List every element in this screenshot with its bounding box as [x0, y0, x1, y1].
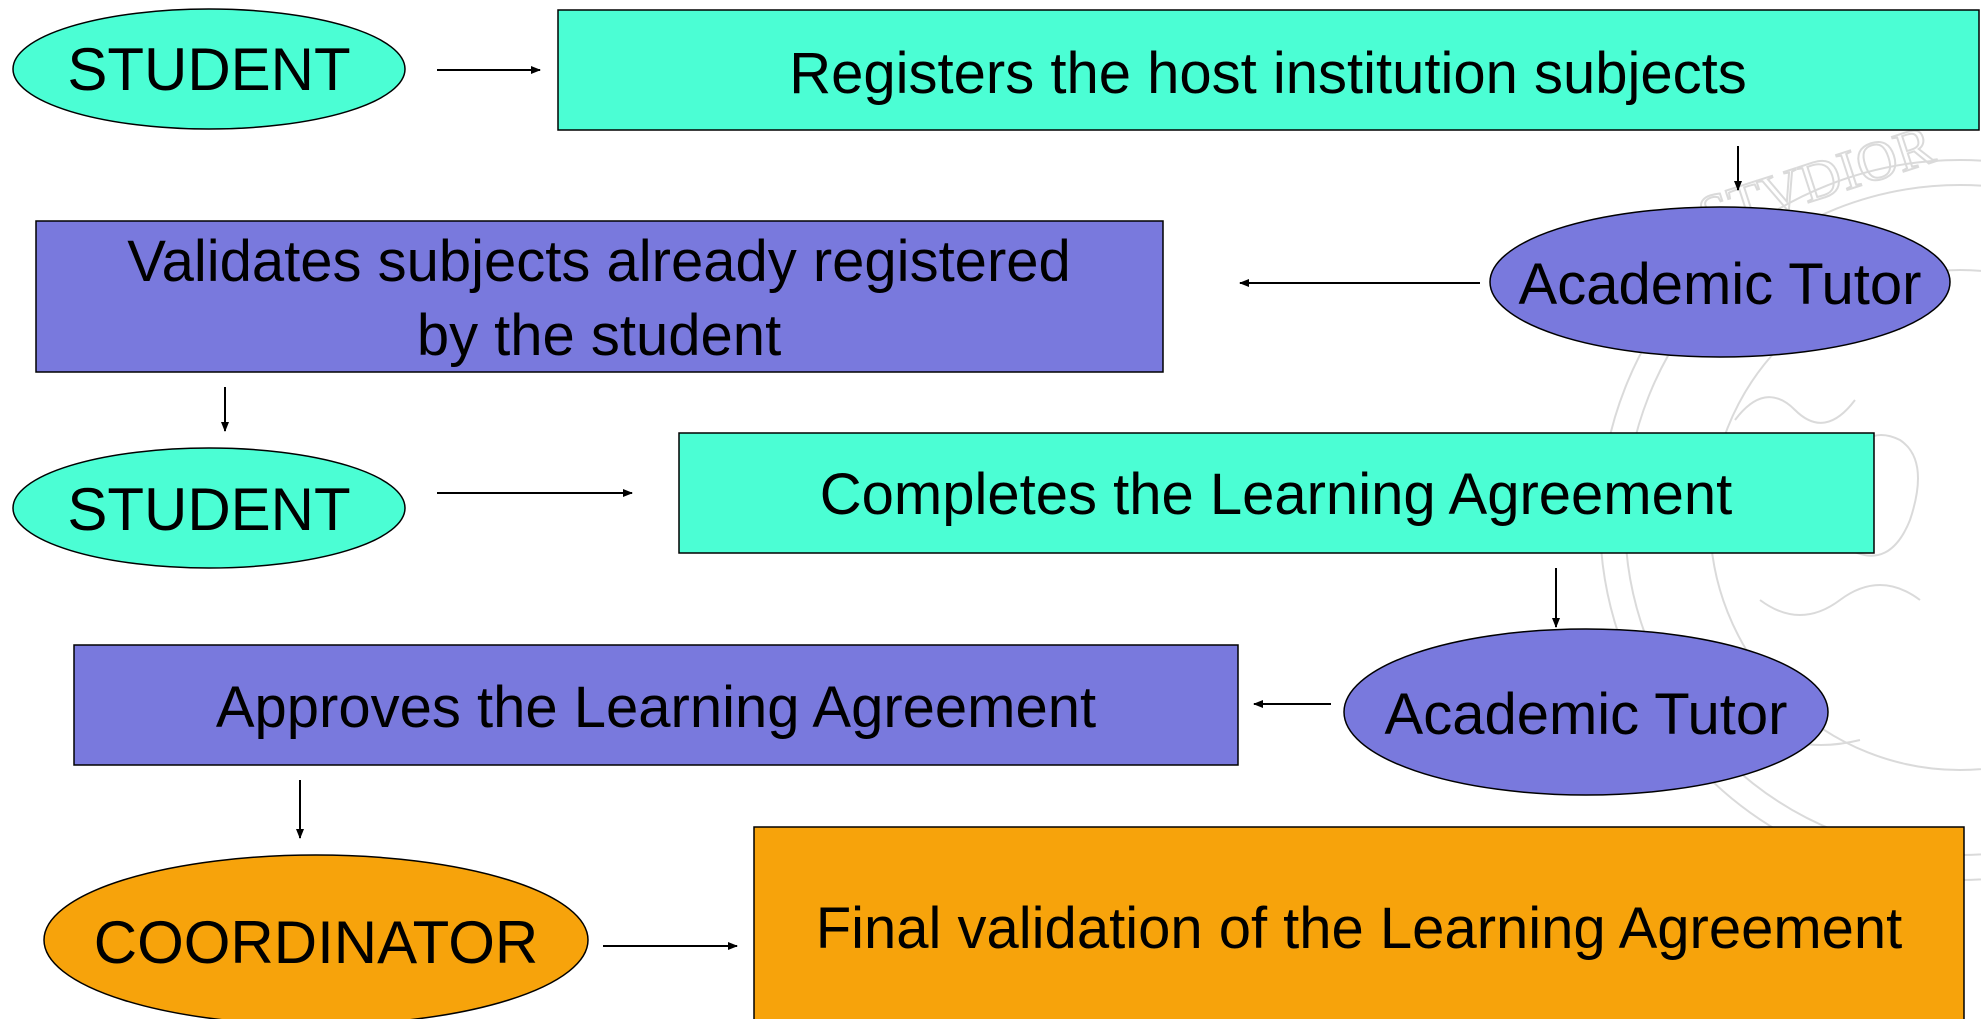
completes-la-rect [678, 432, 1875, 554]
tutor-label: Academic Tutor [1519, 252, 1922, 317]
completes-la-box: Completes the Learning Agreement [678, 432, 1875, 554]
approves-la-label: Approves the Learning Agreement [216, 675, 1096, 740]
academic-tutor-node-2: Academic Tutor [1343, 628, 1829, 796]
student-ellipse [12, 8, 406, 130]
final-validation-label: Final validation of the Learning Agreeme… [816, 896, 1903, 961]
final-validation-rect [753, 826, 1965, 1019]
validates-subjects-box: Validates subjects already registered by… [35, 220, 1164, 373]
tutor-ellipse [1343, 628, 1829, 796]
student-label: STUDENT [67, 476, 350, 543]
approves-la-rect [73, 644, 1239, 766]
validates-subjects-line-2: by the student [417, 303, 781, 368]
academic-tutor-node-1: Academic Tutor [1489, 206, 1951, 358]
coordinator-label: COORDINATOR [94, 909, 538, 976]
registers-subjects-rect [557, 9, 1980, 131]
student-label: STUDENT [67, 36, 350, 103]
tutor-label: Academic Tutor [1385, 682, 1788, 747]
completes-la-label: Completes the Learning Agreement [820, 462, 1732, 527]
registers-subjects-label: Registers the host institution subjects [789, 41, 1746, 106]
registers-subjects-box: Registers the host institution subjects [557, 9, 1980, 131]
student-node-1: STUDENT [12, 8, 406, 130]
coordinator-node: COORDINATOR [43, 854, 589, 1019]
coordinator-ellipse [43, 854, 589, 1019]
student-node-2: STUDENT [12, 447, 406, 569]
validates-subjects-line-1: Validates subjects already registered [127, 229, 1071, 294]
final-validation-box: Final validation of the Learning Agreeme… [753, 826, 1965, 1019]
student-ellipse [12, 447, 406, 569]
tutor-ellipse [1489, 206, 1951, 358]
approves-la-box: Approves the Learning Agreement [73, 644, 1239, 766]
validates-subjects-rect [35, 220, 1164, 373]
